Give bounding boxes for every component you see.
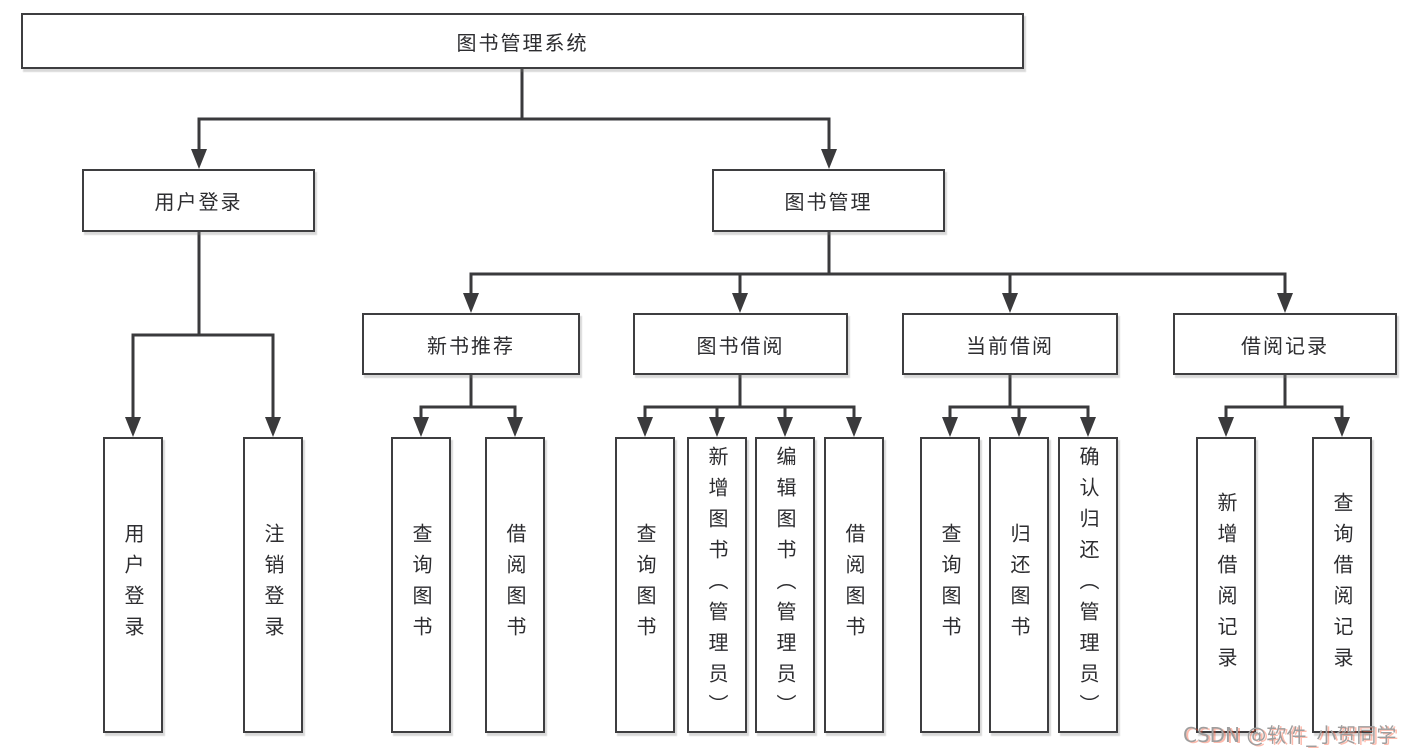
- leaf-label: 借阅图书: [842, 523, 866, 647]
- leaf-label: 查询图书: [938, 523, 962, 647]
- node-borrowing-records: 借阅记录: [1173, 313, 1397, 375]
- leaf-add-book-admin: 新增图书（管理员）: [687, 437, 747, 733]
- arrow-down-icon: [821, 149, 837, 169]
- arrow-down-icon: [1080, 417, 1096, 437]
- leaf-user-login: 用户登录: [103, 437, 163, 733]
- node-book-management: 图书管理: [712, 169, 945, 232]
- connector-newbook-bracket: [419, 405, 517, 420]
- arrow-down-icon: [1011, 417, 1027, 437]
- leaf-query-books-recommend: 查询图书: [391, 437, 451, 733]
- leaf-label: 编辑图书（管理员）: [773, 445, 797, 725]
- leaf-label: 查询借阅记录: [1330, 492, 1354, 678]
- leaf-label: 归还图书: [1007, 523, 1031, 647]
- arrow-down-icon: [1218, 417, 1234, 437]
- leaf-label: 用户登录: [121, 523, 145, 647]
- node-user-login: 用户登录: [82, 169, 315, 232]
- leaf-query-borrow-record: 查询借阅记录: [1312, 437, 1372, 733]
- arrow-down-icon: [846, 417, 862, 437]
- arrow-down-icon: [1334, 417, 1350, 437]
- arrow-down-icon: [1002, 293, 1018, 313]
- node-book-borrowing: 图书借阅: [633, 313, 848, 375]
- leaf-confirm-return-admin: 确认归还（管理员）: [1058, 437, 1118, 733]
- leaf-borrow-books-recommend: 借阅图书: [485, 437, 545, 733]
- arrow-down-icon: [1277, 293, 1293, 313]
- leaf-return-book: 归还图书: [989, 437, 1049, 733]
- arrow-down-icon: [732, 293, 748, 313]
- connector-borrowing-bracket: [643, 405, 856, 420]
- root-node-library-management-system: 图书管理系统: [21, 13, 1024, 69]
- arrow-down-icon: [413, 417, 429, 437]
- leaf-label: 查询图书: [409, 523, 433, 647]
- node-current-borrowing: 当前借阅: [902, 313, 1118, 375]
- connector-level3-bracket: [469, 272, 1287, 295]
- arrow-down-icon: [709, 417, 725, 437]
- leaf-edit-book-admin: 编辑图书（管理员）: [755, 437, 815, 733]
- arrow-down-icon: [125, 417, 141, 437]
- leaf-label: 查询图书: [633, 523, 657, 647]
- connector-records-bracket: [1224, 405, 1344, 420]
- leaf-borrow-books-borrowing: 借阅图书: [824, 437, 884, 733]
- leaf-label: 确认归还（管理员）: [1076, 445, 1100, 725]
- arrow-down-icon: [265, 417, 281, 437]
- leaf-label: 借阅图书: [503, 523, 527, 647]
- leaf-label: 注销登录: [261, 523, 285, 647]
- arrow-down-icon: [637, 417, 653, 437]
- arrow-down-icon: [463, 293, 479, 313]
- arrow-down-icon: [191, 149, 207, 169]
- connector-userlogin-bracket: [131, 333, 275, 418]
- connector-level2-bracket: [197, 117, 831, 152]
- leaf-logout: 注销登录: [243, 437, 303, 733]
- leaf-query-books-borrowing: 查询图书: [615, 437, 675, 733]
- arrow-down-icon: [507, 417, 523, 437]
- leaf-add-borrow-record: 新增借阅记录: [1196, 437, 1256, 733]
- leaf-query-books-current: 查询图书: [920, 437, 980, 733]
- leaf-label: 新增图书（管理员）: [705, 445, 729, 725]
- node-new-book-recommendation: 新书推荐: [362, 313, 580, 375]
- arrow-down-icon: [942, 417, 958, 437]
- leaf-label: 新增借阅记录: [1214, 492, 1238, 678]
- arrow-down-icon: [777, 417, 793, 437]
- csdn-watermark: CSDN @软件_小贺同学: [1183, 723, 1397, 747]
